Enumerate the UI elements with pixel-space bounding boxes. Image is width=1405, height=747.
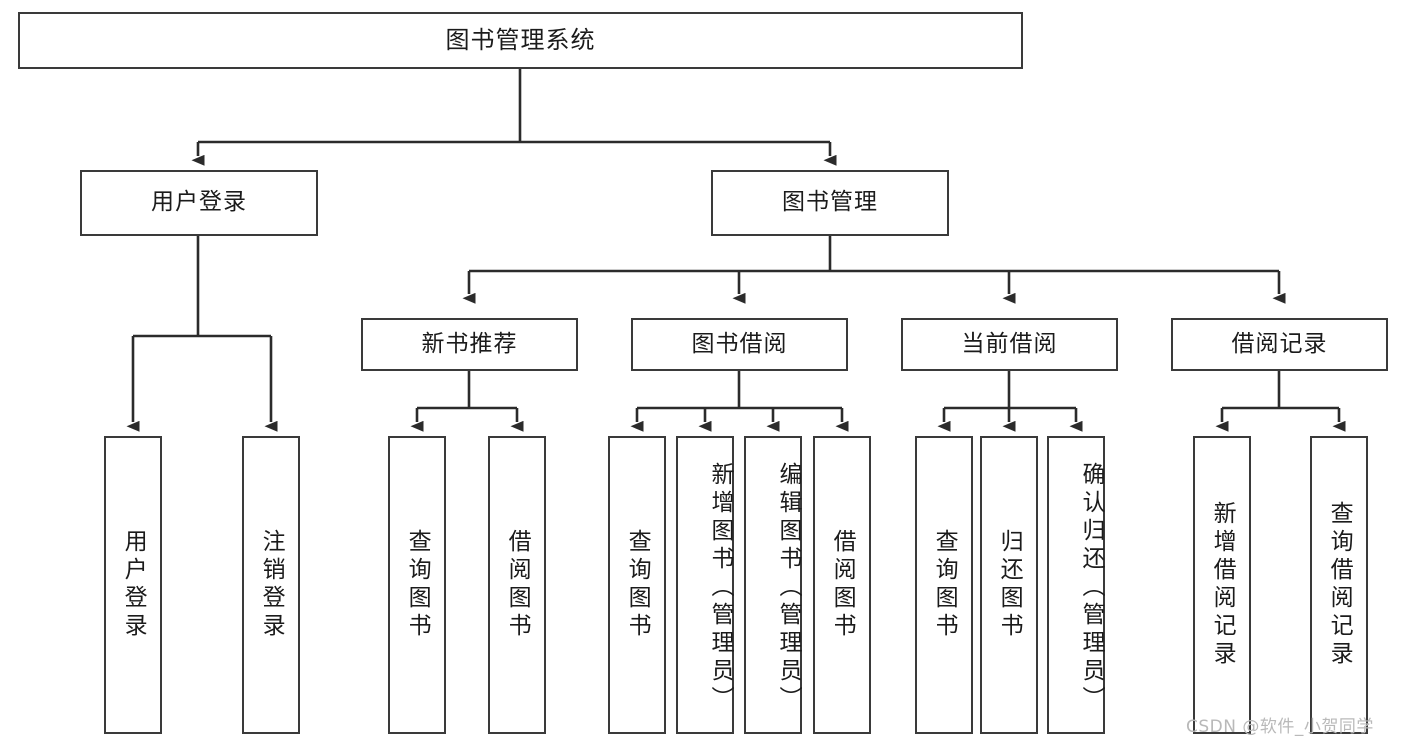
- leaf-current-return-book[interactable]: 归还图书: [980, 436, 1038, 734]
- node-current-borrow[interactable]: 当前借阅: [901, 318, 1118, 371]
- leaf-record-query-record[interactable]: 查询借阅记录: [1310, 436, 1368, 734]
- node-label: 查询图书: [404, 529, 431, 641]
- node-label: 当前借阅: [961, 330, 1058, 357]
- node-label: 图书借阅: [691, 330, 788, 357]
- node-new-book-recommend[interactable]: 新书推荐: [361, 318, 578, 371]
- node-book-management[interactable]: 图书管理: [711, 170, 949, 236]
- node-label: 借阅图书: [504, 529, 531, 641]
- leaf-borrow-add-book-admin[interactable]: 新增图书（管理员）: [676, 436, 734, 734]
- node-label: 注销登录: [258, 529, 285, 641]
- leaf-recommend-query-book[interactable]: 查询图书: [388, 436, 446, 734]
- node-label: 查询借阅记录: [1326, 501, 1353, 669]
- node-label: 编辑图书（管理员）: [775, 462, 801, 714]
- node-label: 归还图书: [996, 529, 1023, 641]
- node-label: 用户登录: [120, 529, 147, 641]
- leaf-user-login-signout[interactable]: 注销登录: [242, 436, 300, 734]
- node-label: 新增借阅记录: [1209, 501, 1236, 669]
- node-label: 借阅记录: [1231, 330, 1328, 357]
- node-label: 查询图书: [931, 529, 958, 641]
- watermark: CSDN @软件_小贺同学: [1186, 717, 1374, 737]
- leaf-record-add-record[interactable]: 新增借阅记录: [1193, 436, 1251, 734]
- node-label: 借阅图书: [829, 529, 856, 641]
- node-label: 图书管理系统: [445, 26, 596, 55]
- node-label: 查询图书: [624, 529, 651, 641]
- node-label: 用户登录: [151, 189, 247, 216]
- node-label: 图书管理: [782, 189, 878, 216]
- leaf-current-confirm-return-admin[interactable]: 确认归还（管理员）: [1047, 436, 1105, 734]
- leaf-current-query-book[interactable]: 查询图书: [915, 436, 973, 734]
- node-user-login[interactable]: 用户登录: [80, 170, 318, 236]
- leaf-user-login-signin[interactable]: 用户登录: [104, 436, 162, 734]
- node-label: 确认归还（管理员）: [1078, 462, 1104, 714]
- leaf-borrow-query-book[interactable]: 查询图书: [608, 436, 666, 734]
- node-borrow-record[interactable]: 借阅记录: [1171, 318, 1388, 371]
- leaf-borrow-edit-book-admin[interactable]: 编辑图书（管理员）: [744, 436, 802, 734]
- leaf-borrow-borrow-book[interactable]: 借阅图书: [813, 436, 871, 734]
- node-label: 新书推荐: [421, 330, 518, 357]
- node-book-borrow[interactable]: 图书借阅: [631, 318, 848, 371]
- leaf-recommend-borrow-book[interactable]: 借阅图书: [488, 436, 546, 734]
- node-label: 新增图书（管理员）: [707, 462, 733, 714]
- node-root-system[interactable]: 图书管理系统: [18, 12, 1023, 69]
